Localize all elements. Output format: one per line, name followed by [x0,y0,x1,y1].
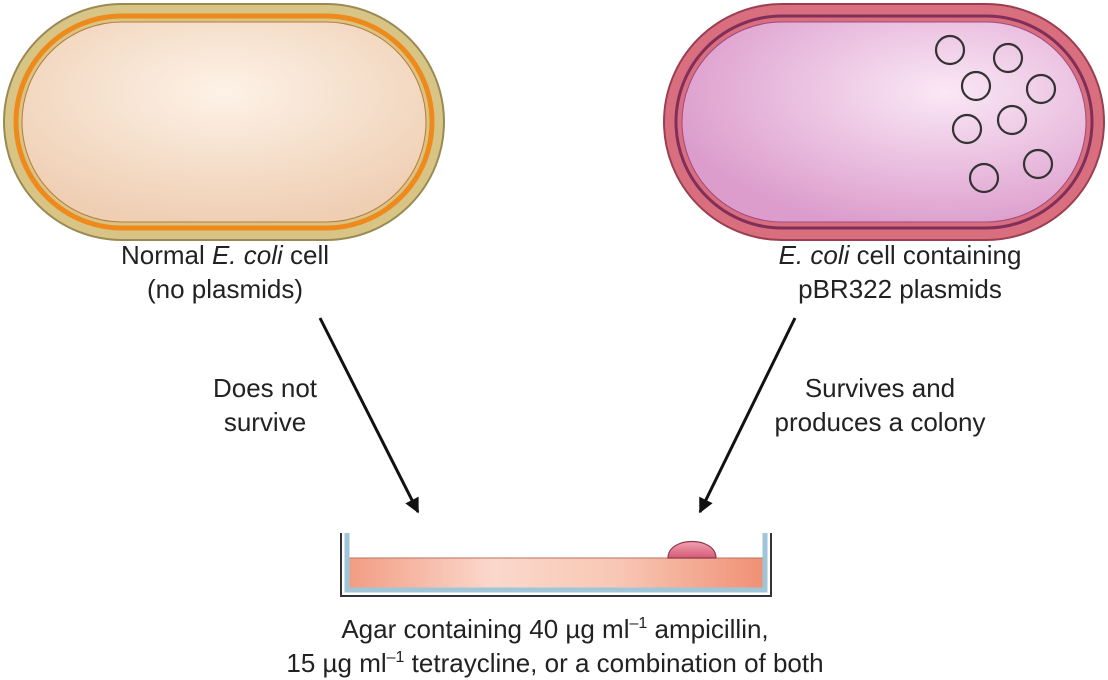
left-cell-caption-line1: Normal E. coli cell [120,240,330,270]
left-cell-membrane [13,13,435,231]
right-cell-caption: E. coli cell containing pBR322 plasmids [700,238,1100,306]
plasmid-ecoli-cell [663,3,1105,241]
right-outcome-line1: Survives and [804,373,956,403]
plasmid-circle [1025,73,1057,105]
plasmid-circle [960,70,992,102]
left-outcome-line1: Does not [212,373,318,403]
plasmid-circle [996,104,1028,136]
plasmid-circle [934,34,966,66]
plasmid-circle [992,42,1024,74]
right-arrow [698,317,797,514]
right-cell-caption-line1: E. coli cell containing [778,240,1022,270]
plasmids [934,34,1057,194]
normal-ecoli-cell [3,3,445,241]
agar-caption: Agar containing 40 µg ml–1 ampicillin, 1… [200,612,910,680]
colony [667,540,717,559]
dish-inner-wall [344,533,768,593]
agar-layer [347,558,765,590]
right-cell-membrane [674,14,1094,230]
right-outcome-label: Survives and produces a colony [740,371,1020,439]
left-outcome-label: Does not survive [180,371,350,439]
right-cell-cytoplasm [681,21,1087,223]
plasmid-circle [968,162,1000,194]
left-cell-caption: Normal E. coli cell (no plasmids) [60,238,390,306]
left-cell-caption-line2: (no plasmids) [146,274,304,304]
left-cell-cytoplasm [21,21,427,223]
left-outcome-line2: survive [223,407,307,437]
dish-outline [340,533,772,597]
agar-caption-line1: Agar containing 40 µg ml–1 ampicillin, [341,614,769,644]
right-cell-caption-line2: pBR322 plasmids [798,274,1002,304]
right-outcome-line2: produces a colony [774,407,986,437]
agar-dish [340,533,772,597]
plasmid-circle [951,113,983,145]
agar-caption-line2: 15 µg ml–1 tetraycline, or a combination… [286,648,824,678]
left-arrow [318,317,420,514]
plasmid-circle [1022,148,1054,180]
